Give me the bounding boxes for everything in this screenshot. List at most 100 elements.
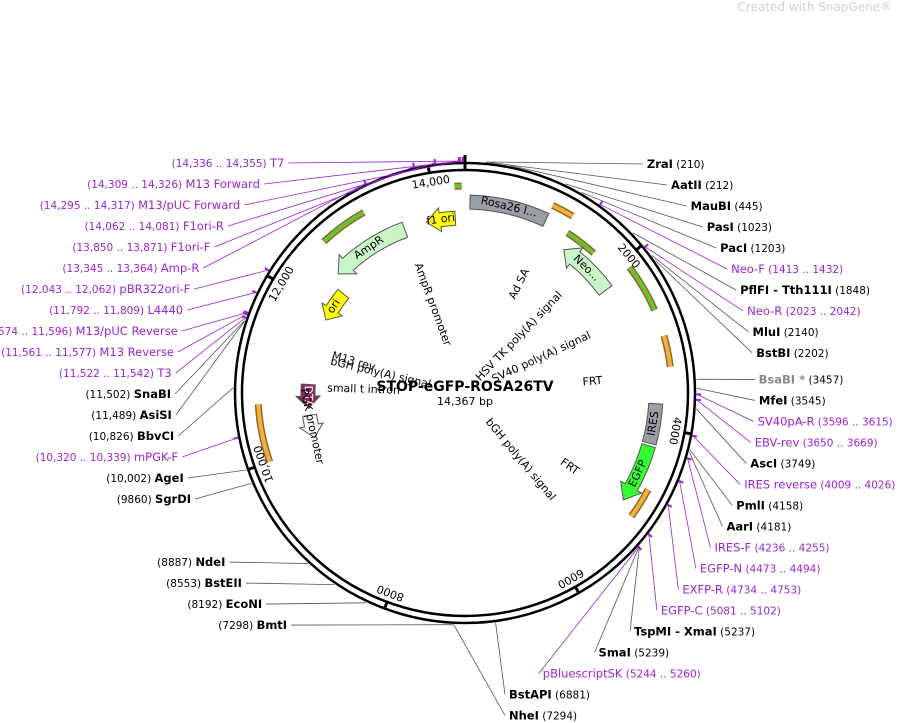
site-m13-puc-reverse: (11,574 .. 11,596) M13/pUC Reverse bbox=[0, 310, 249, 338]
site-label-sgrdi: (9860) SgrDI bbox=[117, 492, 191, 506]
site-label-neo-r: Neo-R (2023 .. 2042) bbox=[747, 304, 860, 318]
site-coord-pmli: (4158) bbox=[765, 500, 803, 512]
site-leader-t7 bbox=[288, 160, 463, 164]
site-name-bstapi: BstAPI bbox=[509, 687, 552, 701]
site-coord-egfp-n: (4473 .. 4494) bbox=[742, 563, 820, 575]
site-coord-bbvci: (10,826) bbox=[89, 431, 137, 443]
site-label-bbvci: (10,826) BbvCI bbox=[89, 429, 175, 443]
site-coord-pasi: (1023) bbox=[734, 222, 772, 234]
site-name-tspmi-xmai: TspMI - XmaI bbox=[634, 624, 717, 638]
site-name-f1ori-r: F1ori-R bbox=[183, 219, 224, 233]
site-coord-bmti: (7298) bbox=[218, 620, 256, 632]
site-coord-amp-r: (13,345 .. 13,364) bbox=[62, 263, 160, 275]
site-label-pmli: PmlI (4158) bbox=[736, 498, 803, 512]
site-marker-pbr322ori-f bbox=[264, 267, 270, 272]
site-marker-m13-reverse bbox=[242, 311, 249, 316]
site-label-bstbi: BstBI (2202) bbox=[756, 346, 828, 360]
site-leader-pbluescriptsk bbox=[538, 546, 639, 674]
feature-ampr: AmpR bbox=[337, 221, 409, 275]
site-name-ires-f: IRES-F bbox=[714, 540, 751, 554]
arc-4 bbox=[661, 335, 673, 367]
site-asisi: (11,489) AsiSI bbox=[91, 321, 245, 422]
site-leader-m13-puc-forward bbox=[244, 160, 459, 206]
site-label-nhei: NheI (7294) bbox=[509, 708, 577, 722]
site-coord-bsteii: (8553) bbox=[166, 578, 204, 590]
feature-pgk-promoter: PGK promoter bbox=[298, 387, 327, 465]
site-label-pasi: PasI (1023) bbox=[707, 220, 772, 234]
site-leader-neo-r bbox=[644, 246, 744, 312]
site-marker-ires-f bbox=[686, 457, 692, 461]
site-coord-f1ori-f: (13,850 .. 13,871) bbox=[72, 242, 170, 254]
site-label-f1ori-f: (13,850 .. 13,871) F1ori-F bbox=[72, 240, 210, 254]
site-maubi: MauBI (445) bbox=[509, 164, 763, 213]
site-leader-pmli bbox=[689, 449, 733, 506]
site-coord-paci: (1203) bbox=[747, 243, 785, 255]
site-neo-f: Neo-F (1413 .. 1432) bbox=[598, 200, 843, 276]
site-label-exfp-r: EXFP-R (4734 .. 4753) bbox=[682, 582, 801, 596]
feature-dta: DTA bbox=[294, 383, 322, 410]
arc-1 bbox=[551, 203, 574, 218]
site-label-egfp-c: EGFP-C (5081 .. 5102) bbox=[661, 603, 781, 617]
site-name-paci: PacI bbox=[720, 241, 747, 255]
site-name-bbvci: BbvCI bbox=[137, 429, 174, 443]
site-leader-neo-f bbox=[599, 204, 728, 270]
feature-f1-ori: f1 ori bbox=[426, 206, 457, 233]
site-label-bsabi: BsaBI * (3457) bbox=[759, 372, 844, 386]
site-name-sgrdi: SgrDI bbox=[155, 492, 191, 506]
site-name-agei: AgeI bbox=[155, 471, 184, 485]
site-marker-exfp-r bbox=[666, 503, 673, 508]
site-name-bsteii: BstEII bbox=[204, 576, 242, 590]
site-leader-maubi bbox=[509, 164, 687, 207]
site-name-egfp-n: EGFP-N bbox=[700, 561, 742, 575]
site-label-m13-puc-reverse: (11,574 .. 11,596) M13/pUC Reverse bbox=[0, 324, 178, 338]
site-smai: SmaI (5239) bbox=[594, 545, 669, 659]
site-leader-m13-reverse bbox=[177, 313, 248, 353]
site-name-econi: EcoNI bbox=[226, 597, 262, 611]
site-bmti: (7298) BmtI bbox=[218, 618, 454, 632]
site-marker-m13-puc-reverse bbox=[243, 310, 249, 314]
site-leader-ires-f bbox=[687, 458, 711, 548]
site-label-m13-reverse: (11,561 .. 11,577) M13 Reverse bbox=[1, 345, 174, 359]
site-mfei: MfeI (3545) bbox=[696, 387, 826, 407]
inner-label-4-frt: FRT bbox=[558, 456, 582, 478]
site-label-f1ori-r: (14,062 .. 14,081) F1ori-R bbox=[84, 219, 223, 233]
site-leader-ires-reverse bbox=[692, 435, 741, 485]
site-marker-egfp-c bbox=[647, 533, 653, 538]
site-marker-t3 bbox=[241, 315, 247, 319]
inner-label-0-ad-sa: Ad SA bbox=[506, 266, 532, 301]
inner-label-6-small-t-intron: small t intron bbox=[327, 381, 400, 396]
site-leader-m13-puc-reverse bbox=[181, 312, 248, 332]
tick-8000 bbox=[383, 601, 389, 610]
site-coord-neo-f: (1413 .. 1432) bbox=[765, 264, 843, 276]
site-name-t7: T7 bbox=[269, 156, 284, 170]
feature-rosa26-l: Rosa26 l... bbox=[469, 194, 550, 227]
site-ires-f: IRES-F (4236 .. 4255) bbox=[686, 457, 829, 554]
site-name-amp-r: Amp-R bbox=[161, 261, 200, 275]
site-coord-m13-reverse: (11,561 .. 11,577) bbox=[1, 347, 99, 359]
feature-label-ires: IRES bbox=[645, 410, 662, 437]
feature-shape-ires bbox=[641, 402, 664, 446]
site-leader-aatii bbox=[486, 161, 668, 186]
site-name-ebv-rev: EBV-rev bbox=[755, 435, 800, 449]
site-leader-asisi bbox=[175, 321, 245, 416]
site-name-mlui: MluI bbox=[753, 325, 781, 339]
site-label-pbluescriptsk: pBluescriptSK (5244 .. 5260) bbox=[543, 666, 701, 680]
site-leader-smai bbox=[594, 545, 640, 653]
site-amp-r: (13,345 .. 13,364) Amp-R bbox=[62, 179, 367, 275]
feature-shape-dta bbox=[294, 383, 322, 410]
site-coord-asci: (3749) bbox=[777, 458, 815, 470]
plasmid-name: STOP-eGFP-ROSA26TV bbox=[376, 379, 553, 395]
site-name-nhei: NheI bbox=[509, 708, 539, 722]
feature-label-pgk-promoter: PGK promoter bbox=[298, 387, 327, 465]
site-label-snabi: (11,502) SnaBI bbox=[85, 387, 171, 401]
plasmid-size: 14,367 bp bbox=[437, 395, 493, 408]
site-name-t3: T3 bbox=[156, 366, 171, 380]
site-t7: (14,336 .. 14,355) T7 bbox=[172, 156, 464, 170]
site-leader-econi bbox=[266, 602, 366, 605]
site-label-neo-f: Neo-F (1413 .. 1432) bbox=[731, 262, 843, 276]
site-leader-egfp-c bbox=[648, 534, 658, 611]
site-leader-t3 bbox=[175, 317, 246, 374]
site-coord-t3: (11,522 .. 11,542) bbox=[59, 368, 157, 380]
site-coord-t7: (14,336 .. 14,355) bbox=[172, 158, 270, 170]
site-marker-mpgk-f bbox=[233, 436, 239, 440]
